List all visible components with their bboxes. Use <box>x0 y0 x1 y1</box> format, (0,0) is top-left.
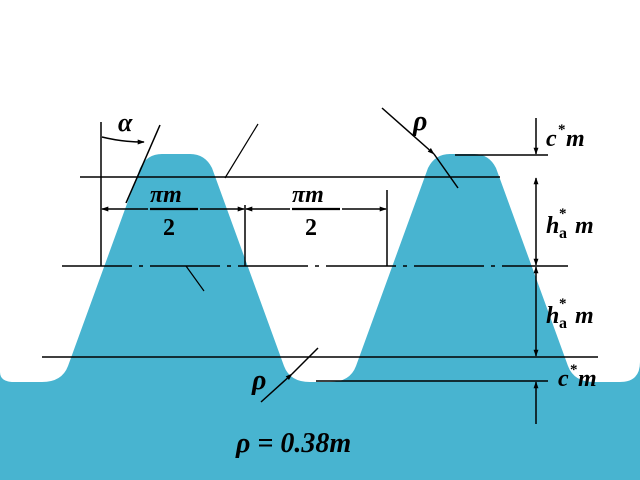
clearance-bottom-star: * <box>570 362 578 378</box>
rho-bottom-leader <box>260 373 293 403</box>
dedendum-star: * <box>559 296 567 312</box>
alpha-arc <box>101 136 145 145</box>
leader-line-lower <box>185 265 205 292</box>
clearance-top-m: m <box>566 126 585 152</box>
rho-bottom-label: ρ <box>251 365 266 396</box>
addendum-sub: a <box>559 225 567 242</box>
dedendum-h: h <box>546 303 559 329</box>
alpha-label: α <box>118 108 133 137</box>
addendum-h: h <box>546 213 559 239</box>
dedendum-sub: a <box>559 315 567 332</box>
clearance-top-star: * <box>558 122 566 138</box>
alpha-leader <box>125 124 161 204</box>
rack-body <box>0 154 640 480</box>
rho-formula: ρ = 0.38m <box>235 428 351 459</box>
dedendum-m: m <box>575 303 594 329</box>
leader-line-upper <box>224 123 259 179</box>
pitch-denominator-right: 2 <box>305 215 317 241</box>
pitch-numerator-right: πm <box>292 182 324 208</box>
clearance-bottom-m: m <box>578 366 597 392</box>
rho-bottom-tail <box>291 347 319 375</box>
pitch-denominator-left: 2 <box>163 215 175 241</box>
rho-top-tail <box>433 153 459 189</box>
rho-top-leader <box>381 107 435 155</box>
addendum-m: m <box>575 213 594 239</box>
clearance-top-c: c <box>546 126 557 152</box>
clearance-bottom-c: c <box>558 366 569 392</box>
addendum-star: * <box>559 206 567 222</box>
pitch-numerator-left: πm <box>150 182 182 208</box>
rho-top-label: ρ <box>412 106 427 137</box>
